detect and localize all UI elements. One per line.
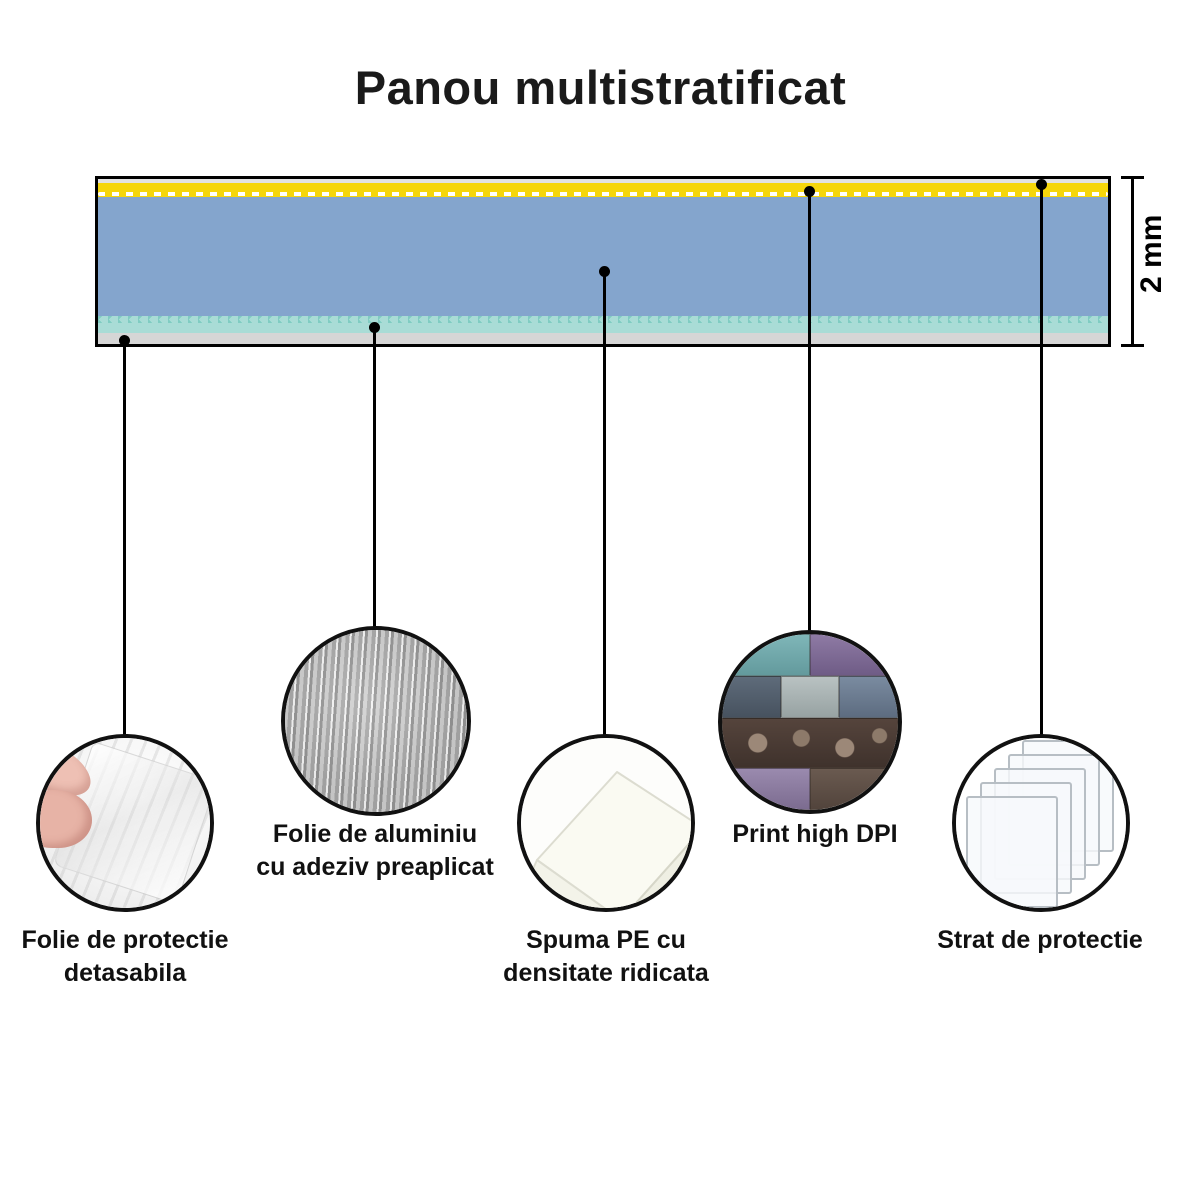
label-line: Strat de protectie [937, 926, 1143, 954]
wood-plank [810, 768, 898, 810]
wood-row [722, 768, 898, 810]
wood-row [722, 675, 898, 718]
wood-plank [722, 675, 781, 718]
label-line: detasabila [63, 959, 187, 987]
callout-bubble-pe-foam [517, 734, 695, 912]
dimension-cap-bottom [1121, 344, 1144, 347]
foam-corner-graphic [528, 771, 691, 908]
stacked-sheets-image [956, 738, 1126, 908]
leader-line-4 [808, 191, 811, 633]
leader-line-2 [373, 327, 376, 630]
callout-bubble-print [718, 630, 902, 814]
wood-plank [810, 634, 898, 676]
carved-floral-plank [722, 717, 898, 769]
label-folie-protectie: Folie de protectie detasabila [0, 924, 250, 990]
clear-sheet [966, 796, 1058, 908]
wood-plank [780, 675, 840, 718]
label-print-high-dpi: Print high DPI [685, 818, 945, 851]
hand-with-film-image [40, 738, 210, 908]
layer-protective-top [98, 183, 1108, 197]
wood-plank [722, 768, 810, 810]
label-line: densitate ridicata [503, 959, 709, 987]
label-line: Print high DPI [732, 820, 898, 848]
dimension-cap-top [1121, 176, 1144, 179]
leader-line-3 [603, 271, 606, 738]
label-line: Folie de aluminiu [272, 820, 478, 848]
dimension-label: 2 mm [1135, 214, 1168, 293]
label-line: Spuma PE cu [526, 926, 686, 954]
callout-bubble-protection-layer [952, 734, 1130, 912]
dimension-line [1131, 176, 1134, 347]
label-spuma-pe: Spuma PE cu densitate ridicata [466, 924, 746, 990]
label-strat-protectie: Strat de protectie [900, 924, 1180, 957]
foam-corner-image [521, 738, 691, 908]
adhesive-scallop-pattern [98, 192, 1108, 196]
label-line: cu adeziv preaplicat [256, 853, 494, 881]
aluminium-foil-image [285, 630, 467, 812]
leader-line-5 [1040, 184, 1043, 738]
label-line: Folie de protectie [21, 926, 229, 954]
foil-wrinkles [285, 630, 467, 812]
callout-bubble-aluminium-foil [281, 626, 471, 816]
wood-row-carved [722, 717, 898, 769]
wood-print-image [722, 634, 898, 810]
leader-line-1 [123, 340, 126, 738]
wood-row [722, 634, 898, 676]
page-title: Panou multistratificat [354, 61, 847, 114]
layer-top-sliver [98, 179, 1108, 183]
wood-plank [839, 675, 898, 718]
wood-plank [722, 634, 810, 676]
label-folie-aluminiu: Folie de aluminiu cu adeziv preaplicat [225, 818, 525, 884]
callout-bubble-protective-film [36, 734, 214, 912]
